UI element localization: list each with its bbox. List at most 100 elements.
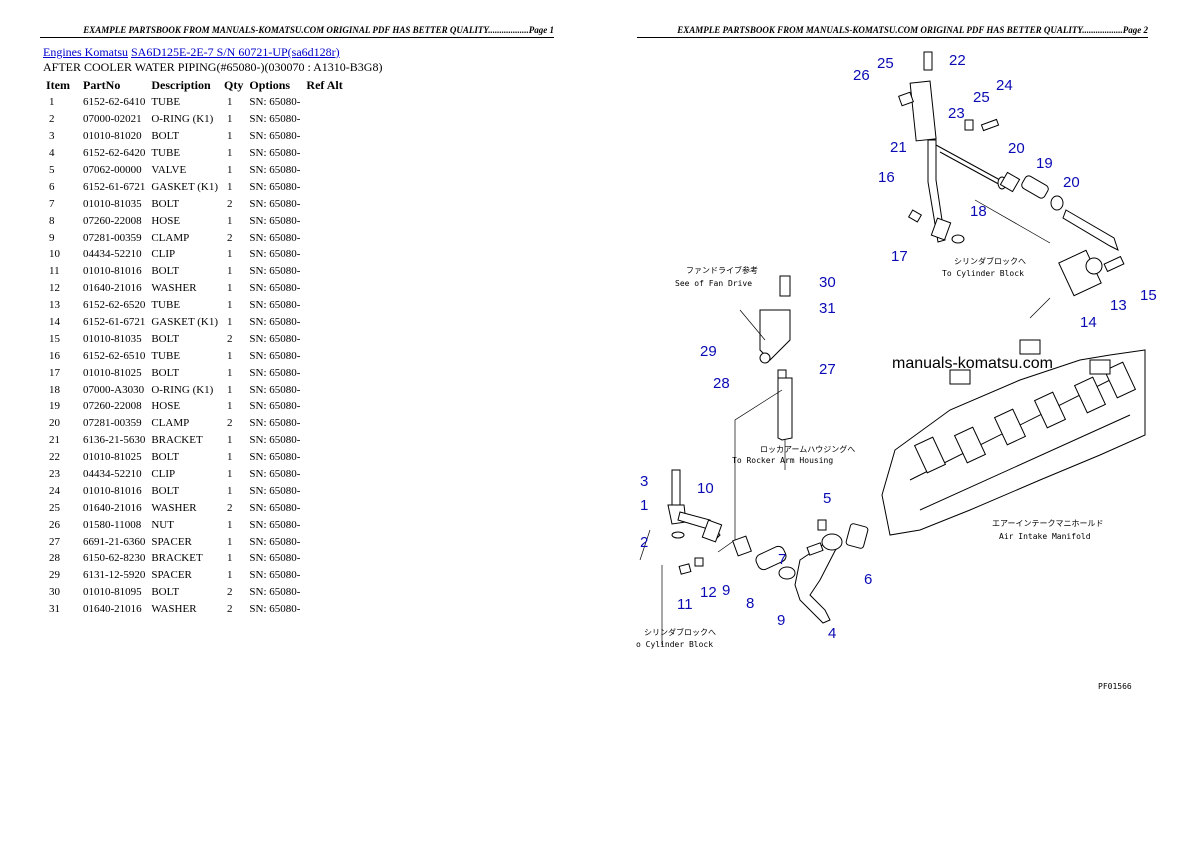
qty-cell: 1 [227, 248, 233, 261]
qty-cell: 1 [227, 282, 233, 295]
item-cell: 10 [49, 248, 60, 261]
partno-cell: 6152-62-6520 [83, 299, 146, 312]
qty-cell: 1 [227, 484, 233, 497]
qty-cell: 1 [227, 180, 233, 193]
qty-cell: 1 [227, 349, 233, 362]
options-cell: SN: 65080- [249, 332, 301, 345]
item-cell: 28 [49, 552, 60, 565]
partno-cell: 6152-61-6721 [83, 316, 146, 329]
callout-15: 15 [1140, 287, 1157, 304]
description-cell: O-RING (K1) [151, 383, 214, 396]
description-cell: SPACER [151, 569, 192, 582]
options-cell: SN: 65080- [249, 501, 301, 514]
options-cell: SN: 65080- [249, 400, 301, 413]
callout-9a: 9 [722, 582, 730, 599]
item-cell: 29 [49, 569, 60, 582]
item-cell: 26 [49, 518, 60, 531]
options-cell: SN: 65080- [249, 586, 301, 599]
options-cell: SN: 65080- [249, 248, 301, 261]
callout-21: 21 [890, 139, 907, 156]
description-cell: BOLT [151, 451, 180, 464]
callout-16: 16 [878, 169, 895, 186]
description-cell: BOLT [151, 366, 180, 379]
partno-cell: 07260-22008 [83, 214, 142, 227]
partno-cell: 01580-11008 [83, 518, 142, 531]
callout-30: 30 [819, 274, 836, 291]
partno-cell: 04434-52210 [83, 248, 142, 261]
note-rocker: To Rocker Arm Housing [732, 456, 833, 465]
breadcrumb: Engines Komatsu SA6D125E-2E-7 S/N 60721-… [43, 45, 340, 60]
options-cell: SN: 65080- [249, 130, 301, 143]
item-cell: 18 [49, 383, 60, 396]
options-cell: SN: 65080- [249, 552, 301, 565]
description-cell: BOLT [151, 197, 180, 210]
callout-10: 10 [697, 480, 714, 497]
partno-cell: 6152-62-6510 [83, 349, 146, 362]
options-cell: SN: 65080- [249, 434, 301, 447]
qty-cell: 1 [227, 147, 233, 160]
callout-9b: 9 [777, 612, 785, 629]
breadcrumb-link-engines[interactable]: Engines Komatsu [43, 45, 128, 59]
description-cell: BOLT [151, 332, 180, 345]
parts-diagram: manuals-komatsu.com ファンドライブ参考 See of Fan… [636, 51, 1157, 691]
partno-cell: 6152-61-6721 [83, 180, 146, 193]
qty-cell: 2 [227, 586, 233, 599]
callout-7: 7 [778, 551, 786, 568]
callout-12: 12 [700, 584, 717, 601]
item-cell: 4 [49, 147, 55, 160]
qty-cell: 1 [227, 468, 233, 481]
partno-cell: 07062-00000 [83, 164, 142, 176]
partno-cell: 01010-81025 [83, 366, 142, 379]
column-header: Item [46, 77, 70, 92]
qty-cell: 2 [227, 332, 233, 345]
description-cell: GASKET (K1) [151, 316, 219, 329]
item-cell: 1 [49, 96, 55, 109]
breadcrumb-link-model[interactable]: SA6D125E-2E-7 S/N 60721-UP(sa6d128r) [131, 45, 340, 59]
options-cell: SN: 65080- [249, 147, 301, 160]
partno-cell: 01010-81025 [83, 451, 142, 464]
item-cell: 14 [49, 316, 60, 329]
note-intake-jp: エアーインテークマニホールド [992, 519, 1104, 528]
item-cell: 20 [49, 417, 60, 430]
note-intake: Air Intake Manifold [999, 532, 1091, 541]
options-cell: SN: 65080- [249, 349, 301, 362]
air-intake-manifold [881, 339, 1146, 536]
description-cell: CLAMP [151, 231, 190, 244]
callout-24: 24 [996, 77, 1013, 94]
table-header-row: Item PartNo Description Qty Options Ref … [43, 76, 346, 94]
options-cell: SN: 65080- [249, 214, 301, 227]
partno-cell: 6152-62-6410 [83, 96, 146, 109]
description-cell: HOSE [151, 214, 181, 227]
options-cell: SN: 65080- [249, 299, 301, 312]
description-cell: BOLT [151, 130, 180, 143]
item-cell: 16 [49, 349, 60, 362]
item-cell: 8 [49, 214, 55, 227]
qty-cell: 1 [227, 265, 233, 278]
item-cell: 17 [49, 366, 60, 379]
description-cell: VALVE [151, 164, 187, 176]
description-cell: TUBE [151, 96, 181, 109]
callout-20a: 20 [1008, 140, 1025, 157]
partno-cell: 01640-21016 [83, 501, 142, 514]
description-cell: BOLT [151, 265, 180, 278]
item-cell: 21 [49, 434, 60, 447]
